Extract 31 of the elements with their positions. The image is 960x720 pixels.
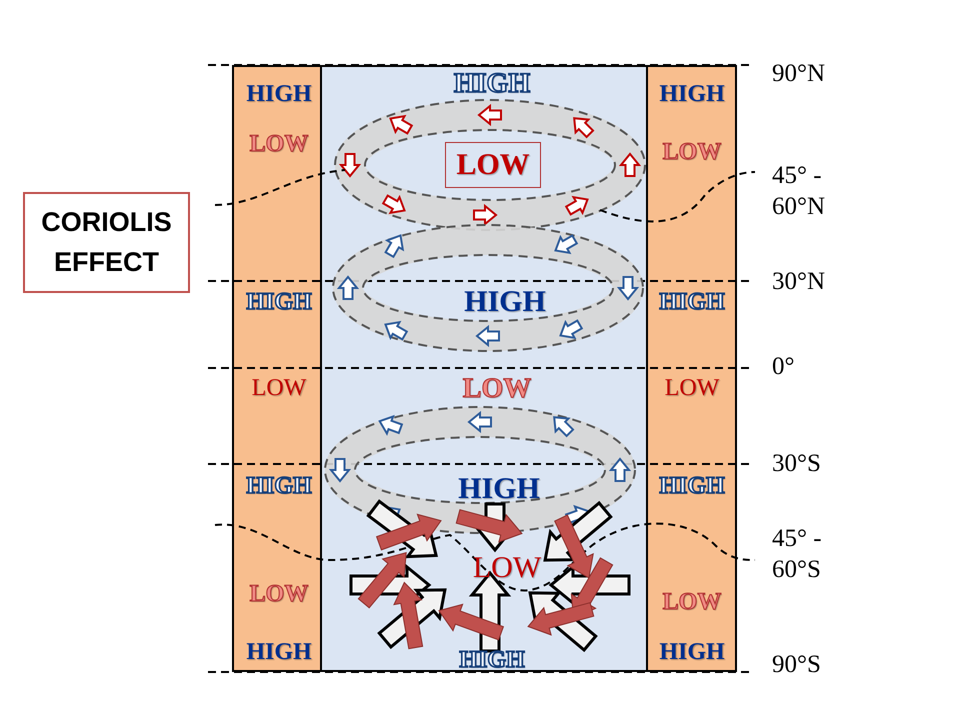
pressure-label: HIGH xyxy=(659,640,725,664)
pressure-label: LOW xyxy=(662,140,722,164)
pressure-label: LOW xyxy=(662,590,722,614)
climate-zone-band xyxy=(648,65,737,672)
latitude-label: 30°S xyxy=(772,449,822,479)
latitude-label: 45° - 60°N xyxy=(772,161,826,222)
climate-zone-band xyxy=(232,65,320,672)
pressure-label: LOW xyxy=(472,553,542,583)
pressure-label: HIGH xyxy=(246,82,312,106)
pressure-label: HIGH xyxy=(459,648,525,672)
latitude-label: 45° - 60°S xyxy=(772,524,823,586)
pressure-label: HIGH xyxy=(659,290,725,314)
pressure-label: HIGH xyxy=(246,290,312,314)
pressure-label: LOW xyxy=(664,376,720,400)
title-box: CORIOLIS EFFECT xyxy=(23,192,190,293)
pressure-label: LOW xyxy=(250,582,308,606)
latitude-label: 0° xyxy=(772,352,796,382)
pressure-label: HIGH xyxy=(458,474,540,504)
pressure-label: LOW xyxy=(252,376,306,400)
pressure-label: LOW xyxy=(462,375,532,403)
pressure-label: HIGH xyxy=(659,474,725,498)
pressure-label: HIGH xyxy=(246,640,312,664)
pressure-box: LOW xyxy=(445,142,541,188)
pressure-label: LOW xyxy=(250,132,308,156)
latitude-label: 90°N xyxy=(772,59,826,89)
pressure-label: HIGH xyxy=(659,82,725,106)
pressure-label: HIGH xyxy=(246,474,312,498)
latitude-label: 90°S xyxy=(772,650,822,680)
latitude-label: 30°N xyxy=(772,267,826,297)
pressure-label: HIGH xyxy=(454,70,530,98)
pressure-label: HIGH xyxy=(464,287,546,317)
